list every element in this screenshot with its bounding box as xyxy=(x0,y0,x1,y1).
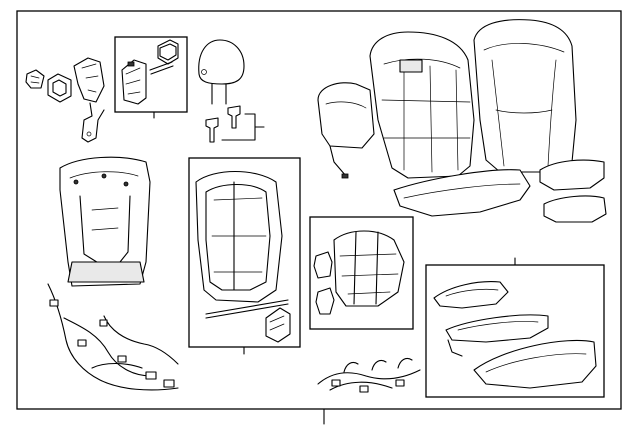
clip-parts xyxy=(25,57,105,143)
cushion-wires xyxy=(317,357,421,393)
headrest-guide-parts xyxy=(121,39,179,105)
back-cover xyxy=(473,19,577,173)
seat-adjuster xyxy=(313,230,405,315)
heater-mats xyxy=(433,281,597,389)
back-cushion xyxy=(317,82,375,179)
headrest-guides xyxy=(205,105,265,143)
bolster-pads xyxy=(539,159,607,223)
adjuster-box xyxy=(309,216,414,330)
back-panel xyxy=(59,156,151,287)
back-pad xyxy=(369,31,475,179)
seat-back-frame xyxy=(195,170,291,343)
outer-frame xyxy=(16,10,622,410)
seat-cushion xyxy=(393,169,531,217)
headrest xyxy=(198,39,245,105)
wire-harness xyxy=(47,283,179,391)
guide-parts-box xyxy=(114,36,188,113)
